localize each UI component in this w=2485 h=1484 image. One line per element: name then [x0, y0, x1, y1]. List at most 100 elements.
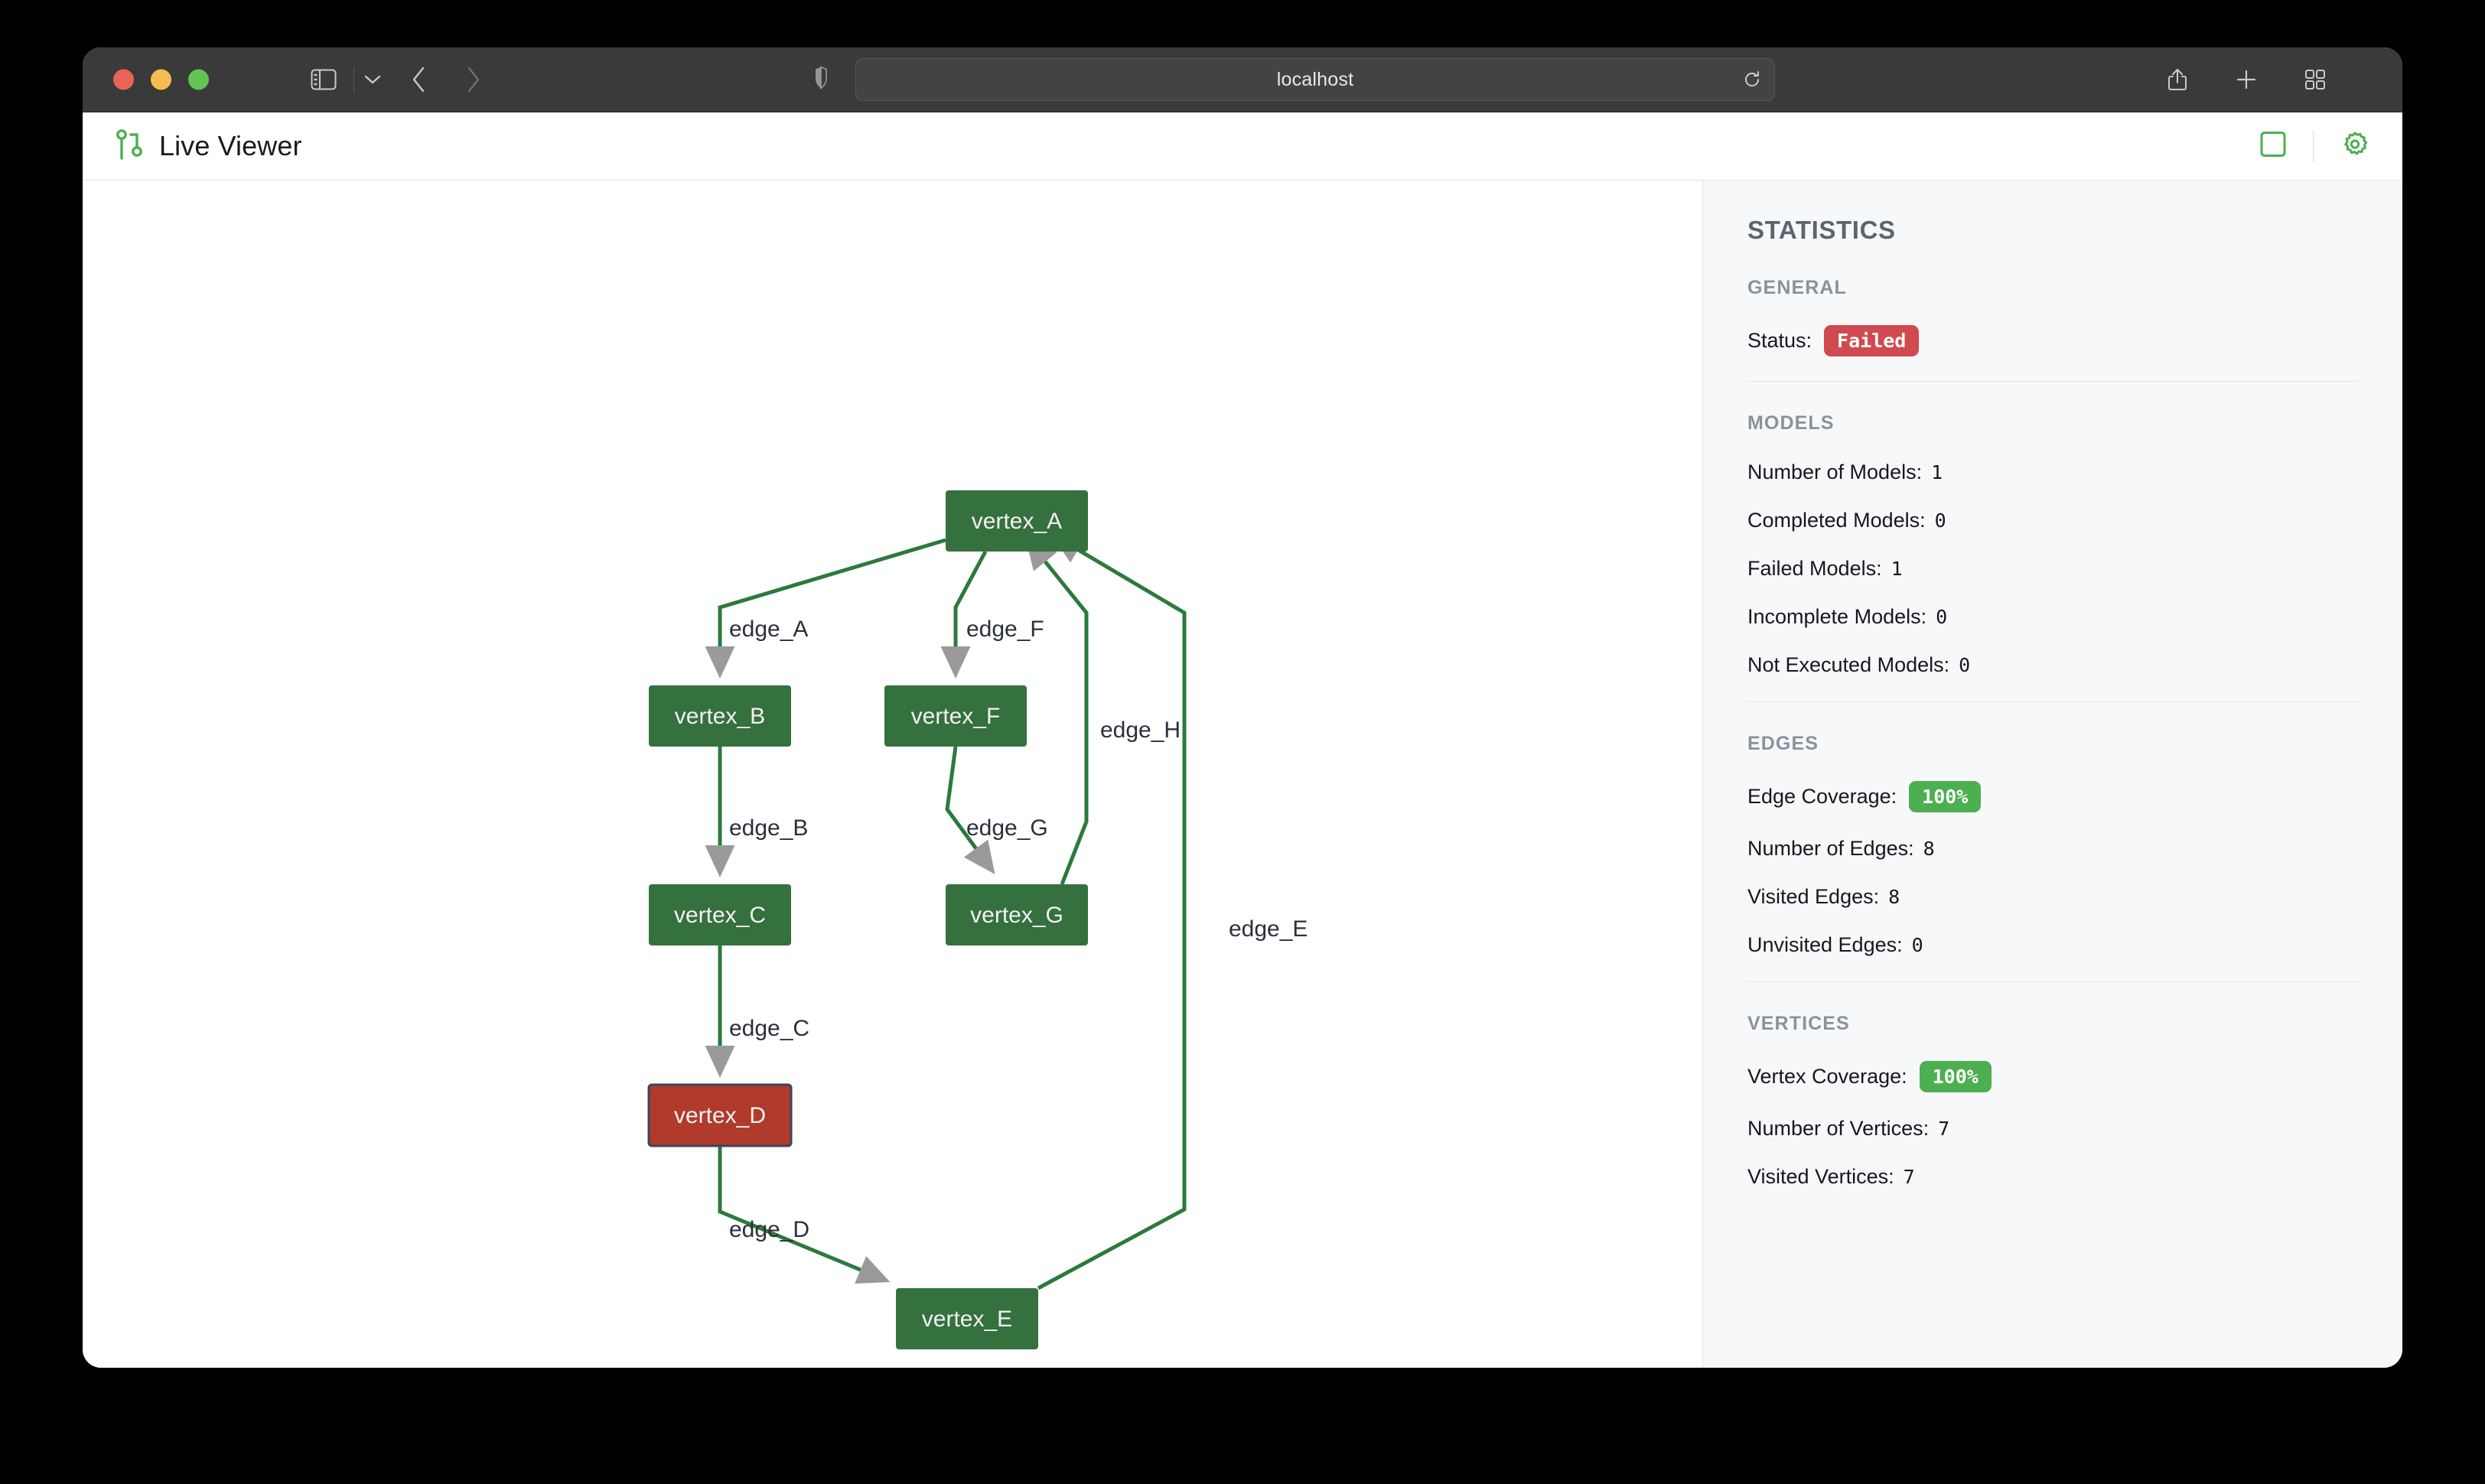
vertex-label: vertex_B	[675, 704, 765, 729]
edge-path-edge_H[interactable]	[1024, 536, 1089, 885]
vertex-node-vertex_B[interactable]: vertex_B	[649, 685, 791, 747]
stat-row-edge-coverage: Edge Coverage: 100%	[1747, 781, 2360, 812]
app-brand: Live Viewer	[116, 128, 302, 165]
sidebar-toggle-icon[interactable]	[311, 69, 337, 90]
close-window-button[interactable]	[113, 69, 134, 90]
vertex-label: vertex_F	[911, 704, 1001, 729]
edge-labels-layer: edge_A edge_B edge_C edge_D edge_E edge_…	[729, 617, 1308, 1242]
stat-value: 8	[1888, 886, 1900, 908]
stat-row-visited-vertices: Visited Vertices: 7	[1747, 1165, 2360, 1189]
stop-square-icon[interactable]	[2259, 131, 2287, 162]
edges-layer	[705, 533, 1187, 1290]
stat-label: Number of Models:	[1747, 460, 1923, 483]
edge-path-edge_G[interactable]	[945, 746, 995, 874]
edge-label-edge_G: edge_G	[966, 815, 1048, 841]
edge-label-edge_H: edge_H	[1100, 718, 1181, 743]
app-body: vertex_A vertex_B vertex_F vertex_C	[83, 181, 2402, 1368]
gear-icon[interactable]	[2340, 129, 2370, 164]
vertex-node-vertex_D[interactable]: vertex_D	[647, 1083, 793, 1147]
graph-svg: vertex_A vertex_B vertex_F vertex_C	[647, 490, 1308, 1349]
stat-label: Unvisited Edges:	[1747, 933, 1903, 956]
section-general: GENERAL Status: Failed	[1747, 277, 2360, 356]
url-text: localhost	[1276, 68, 1354, 90]
vertex-node-vertex_A[interactable]: vertex_A	[946, 490, 1088, 552]
edge-path-edge_F[interactable]	[940, 550, 988, 679]
stat-value: 7	[1938, 1118, 1950, 1140]
address-bar[interactable]: localhost	[855, 58, 1775, 101]
stat-label: Number of Edges:	[1747, 837, 1914, 860]
toolbar-divider	[353, 67, 354, 93]
vertex-coverage-badge: 100%	[1919, 1061, 1992, 1092]
forward-button[interactable]	[465, 67, 480, 93]
stat-row-number-of-vertices: Number of Vertices: 7	[1747, 1117, 2360, 1141]
stat-value: 0	[1934, 509, 1946, 532]
stat-value: 7	[1903, 1166, 1915, 1188]
vertex-label: vertex_A	[972, 509, 1062, 534]
edge-coverage-badge: 100%	[1909, 781, 1982, 812]
stat-row-unvisited-edges: Unvisited Edges: 0	[1747, 933, 2360, 957]
stat-label: Not Executed Models:	[1747, 653, 1950, 676]
vertex-node-vertex_G[interactable]: vertex_G	[946, 884, 1088, 945]
stat-label: Visited Vertices:	[1747, 1165, 1894, 1188]
stat-row-completed-models: Completed Models: 0	[1747, 509, 2360, 532]
app-header-actions	[2259, 129, 2370, 164]
stat-value: 1	[1891, 558, 1903, 580]
minimize-window-button[interactable]	[151, 69, 171, 90]
browser-toolbar: localhost	[83, 47, 2402, 112]
vertex-node-vertex_E[interactable]: vertex_E	[896, 1288, 1038, 1349]
browser-window: localhost	[83, 47, 2402, 1368]
zoom-window-button[interactable]	[188, 69, 209, 90]
edge-label-edge_D: edge_D	[729, 1217, 809, 1242]
stat-label: Vertex Coverage:	[1747, 1065, 1907, 1088]
vertex-node-vertex_F[interactable]: vertex_F	[884, 685, 1027, 747]
page-title: Live Viewer	[159, 130, 302, 161]
vertex-node-vertex_C[interactable]: vertex_C	[649, 884, 791, 945]
plus-icon[interactable]	[2236, 69, 2257, 90]
status-badge: Failed	[1824, 325, 1920, 356]
stat-row-number-of-edges: Number of Edges: 8	[1747, 837, 2360, 861]
statistics-panel: STATISTICS GENERAL Status: Failed MODELS…	[1702, 181, 2402, 1368]
section-divider	[1747, 701, 2360, 702]
shield-icon	[813, 66, 829, 93]
vertex-label: vertex_E	[922, 1307, 1012, 1332]
vertex-label: vertex_C	[674, 903, 766, 928]
edge-label-edge_E: edge_E	[1229, 916, 1308, 942]
vertex-label: vertex_D	[674, 1103, 766, 1128]
section-divider	[1747, 381, 2360, 382]
edge-label-edge_F: edge_F	[966, 617, 1044, 642]
section-title-edges: EDGES	[1747, 733, 1819, 754]
section-models: MODELS Number of Models: 1 Completed Mod…	[1747, 412, 2360, 677]
chevron-down-icon[interactable]	[364, 74, 381, 85]
vertex-label: vertex_G	[970, 903, 1063, 928]
edge-path-edge_A[interactable]	[705, 538, 946, 679]
reload-icon[interactable]	[1742, 70, 1762, 89]
stat-row-vertex-coverage: Vertex Coverage: 100%	[1747, 1061, 2360, 1092]
section-vertices: VERTICES Vertex Coverage: 100% Number of…	[1747, 1013, 2360, 1189]
statistics-heading: STATISTICS	[1747, 216, 1896, 244]
section-divider	[1747, 981, 2360, 982]
vertices-layer: vertex_A vertex_B vertex_F vertex_C	[647, 490, 1088, 1349]
stat-row-number-of-models: Number of Models: 1	[1747, 460, 2360, 484]
edge-label-edge_A: edge_A	[729, 617, 808, 642]
edge-path-edge_D[interactable]	[718, 1146, 891, 1284]
stat-value: 0	[1911, 934, 1923, 956]
git-branch-icon	[116, 128, 142, 165]
back-button[interactable]	[412, 67, 427, 93]
stat-row-failed-models: Failed Models: 1	[1747, 557, 2360, 581]
app-header: Live Viewer	[83, 112, 2402, 181]
edge-label-edge_C: edge_C	[729, 1016, 809, 1041]
stat-row-incomplete-models: Incomplete Models: 0	[1747, 605, 2360, 629]
share-icon[interactable]	[2167, 67, 2188, 92]
stat-row-not-executed-models: Not Executed Models: 0	[1747, 653, 2360, 677]
stat-label: Number of Vertices:	[1747, 1117, 1930, 1140]
edge-path-edge_E[interactable]	[1037, 533, 1187, 1290]
stat-row-visited-edges: Visited Edges: 8	[1747, 885, 2360, 909]
stat-value: 0	[1936, 606, 1948, 628]
stat-value: 1	[1931, 461, 1943, 483]
stat-value: 8	[1923, 838, 1935, 860]
graph-canvas[interactable]: vertex_A vertex_B vertex_F vertex_C	[83, 181, 1702, 1368]
stat-label: Edge Coverage:	[1747, 785, 1897, 808]
stat-row-status: Status: Failed	[1747, 325, 2360, 356]
tab-overview-icon[interactable]	[2304, 69, 2326, 90]
stat-value: 0	[1959, 654, 1971, 676]
